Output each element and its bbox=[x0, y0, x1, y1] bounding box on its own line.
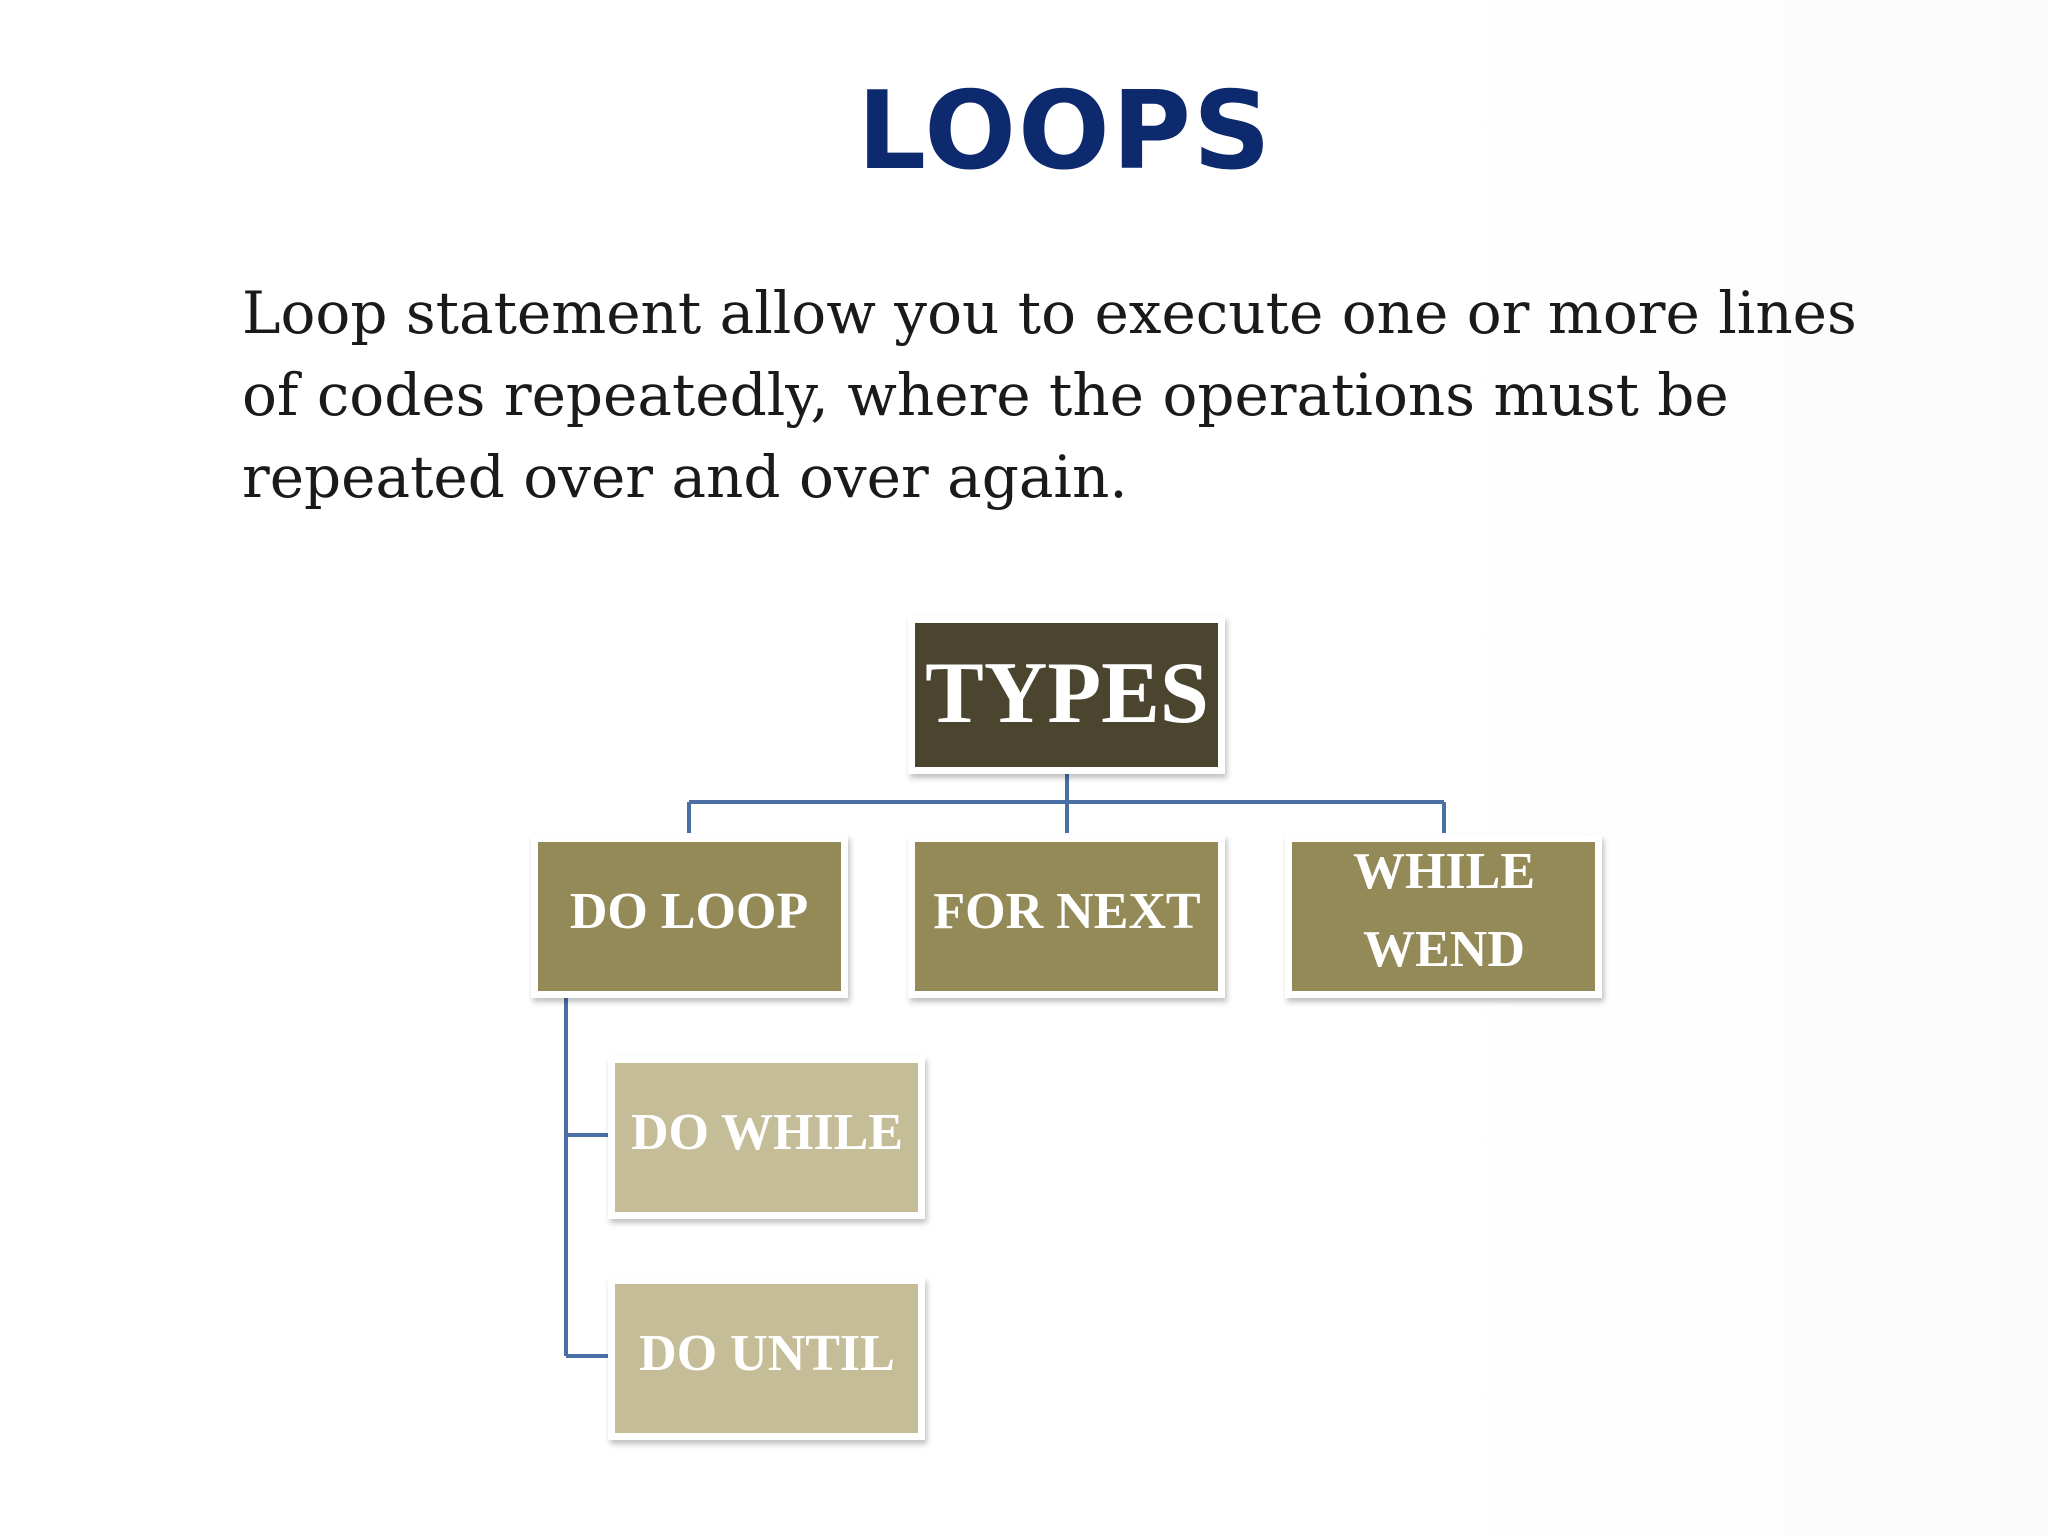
node-do-until-fill bbox=[615, 1284, 918, 1433]
node-while-wend-fill bbox=[1292, 842, 1595, 991]
node-while-wend-label: WHILE WEND bbox=[1353, 843, 1535, 978]
node-do-while-label: DO WHILE bbox=[631, 1104, 903, 1161]
node-types-label: TYPES bbox=[925, 645, 1209, 742]
node-types: TYPES bbox=[908, 616, 1225, 774]
node-do-until-label: DO UNTIL bbox=[639, 1325, 895, 1382]
node-while-wend: WHILE WEND bbox=[1285, 835, 1602, 998]
while-wend-label-line: WHILE bbox=[1353, 843, 1535, 900]
slide-body-text: Loop statement allow you to execute one … bbox=[242, 279, 1857, 511]
node-for-next-label: FOR NEXT bbox=[933, 883, 1200, 940]
node-for-next-fill bbox=[915, 842, 1218, 991]
slide-title: LOOPS bbox=[857, 69, 1273, 194]
while-wend-label-line: WEND bbox=[1363, 921, 1525, 978]
node-do-loop: DO LOOP bbox=[531, 835, 848, 998]
node-do-loop-fill bbox=[538, 842, 841, 991]
node-do-while-fill bbox=[615, 1063, 918, 1212]
node-types-fill bbox=[915, 623, 1218, 767]
node-do-while: DO WHILE bbox=[608, 1056, 925, 1219]
node-do-loop-label: DO LOOP bbox=[570, 883, 808, 940]
node-do-until: DO UNTIL bbox=[608, 1277, 925, 1440]
connectors bbox=[564, 774, 1446, 1358]
node-for-next: FOR NEXT bbox=[908, 835, 1225, 998]
